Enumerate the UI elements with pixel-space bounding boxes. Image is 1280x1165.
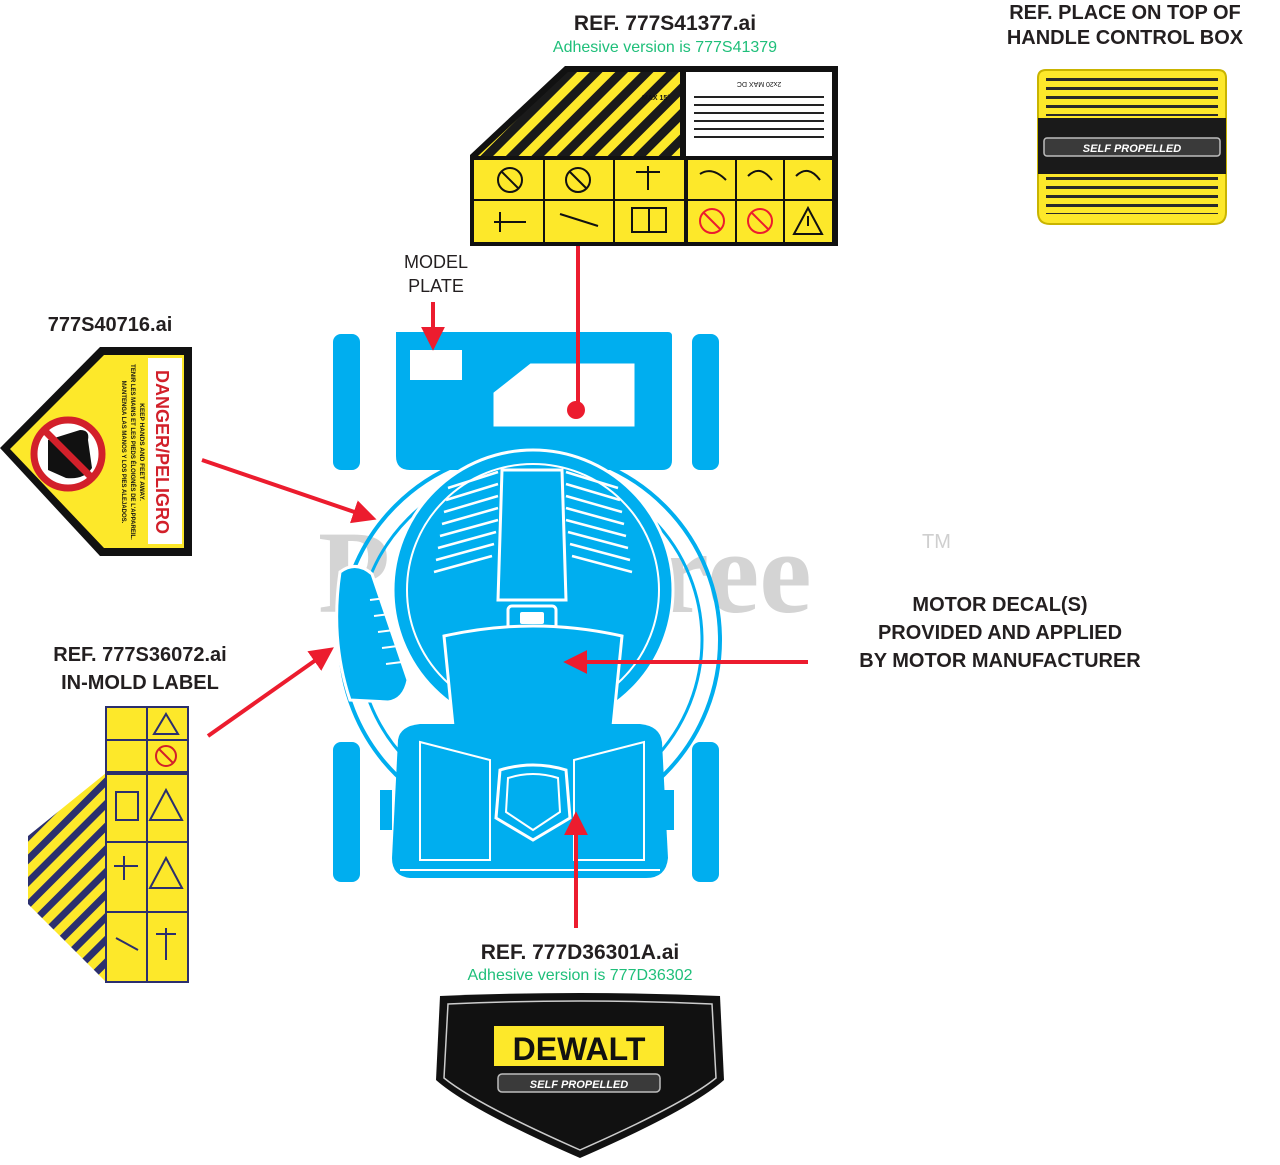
front-left-wheel (333, 334, 360, 470)
model-plate-label-line1: MODEL (403, 252, 468, 272)
motor-decal-line2: PROVIDED AND APPLIED (877, 622, 1123, 644)
in-mold-label-line2: IN-MOLD LABEL (61, 672, 219, 694)
model-plate-label-line2: PLATE (408, 276, 464, 296)
dewalt-decal: DEWALT SELF PROPELLED (436, 993, 724, 1158)
svg-text:KEEP HANDS AND FEET AWAY.: KEEP HANDS AND FEET AWAY. (138, 403, 145, 501)
handle-box-label-line2: HANDLE CONTROL BOX (1006, 27, 1244, 49)
motor-decal-line1: MOTOR DECAL(S) (912, 594, 1088, 616)
rear-decal-area (494, 763, 572, 842)
cooling-fins-right (565, 470, 633, 574)
top-warning-decal: 2x20 MAX DC MAX 15° (470, 66, 838, 246)
model-plate-area (410, 350, 462, 380)
front-right-wheel (692, 334, 719, 470)
svg-text:2x20 MAX DC: 2x20 MAX DC (737, 80, 781, 87)
in-mold-label-line1: REF. 777S36072.ai (53, 644, 227, 666)
side-grip (335, 565, 410, 704)
in-mold-label (28, 706, 189, 983)
rear-right-wheel (692, 742, 719, 882)
top-decal-adhesive-note: Adhesive version is 777S41379 (552, 39, 778, 56)
front-decal-area (490, 360, 638, 430)
bottom-decal-adhesive-note: Adhesive version is 777D36302 (467, 967, 693, 984)
svg-text:TENIR LES MAINS ET LES PIEDS É: TENIR LES MAINS ET LES PIEDS ÉLOIGNÉS DE… (129, 364, 137, 540)
handle-box-label-line1: REF. PLACE ON TOP OF (1009, 2, 1241, 24)
mower-body (333, 332, 722, 890)
top-decal-ref: REF. 777S41377.ai (573, 12, 757, 35)
watermark-tm: TM (922, 531, 951, 553)
svg-text:MAX 15°: MAX 15° (642, 94, 670, 102)
front-decal-target-dot (567, 401, 585, 419)
dewalt-logo-bg (494, 1026, 664, 1066)
handle-control-box-decal: SELF PROPELLED (1037, 69, 1227, 225)
svg-text:SELF PROPELLED: SELF PROPELLED (1083, 143, 1181, 155)
callout-arrows (201, 228, 808, 928)
svg-text:DANGER/PELIGRO: DANGER/PELIGRO (152, 370, 172, 534)
rear-flap-ribs (400, 869, 660, 890)
arrow-in-mold-label (206, 647, 334, 738)
rear-left-wheel (333, 742, 360, 882)
svg-text:MANTENGA LAS MANOS Y LOS PIES: MANTENGA LAS MANOS Y LOS PIES ALEJADOS. (120, 381, 126, 524)
danger-decal: DANGER/PELIGRO KEEP HANDS AND FEET AWAY.… (0, 347, 192, 556)
bottom-decal-ref: REF. 777D36301A.ai (480, 941, 680, 964)
cooling-fins-left (433, 470, 499, 574)
svg-text:SELF PROPELLED: SELF PROPELLED (530, 1079, 628, 1091)
dewalt-logo: DEWALT (513, 1031, 646, 1067)
motor-decal-line3: BY MOTOR MANUFACTURER (859, 650, 1141, 672)
arrow-danger-decal (201, 458, 377, 524)
danger-decal-ref: 777S40716.ai (47, 314, 173, 336)
